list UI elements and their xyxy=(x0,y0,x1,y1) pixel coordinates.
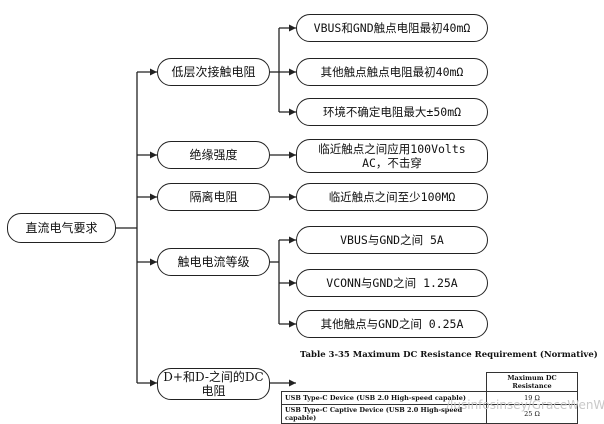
branch-node-dc-resistance-d-plus-minus: D+和D-之间的DC 电阻 xyxy=(157,368,270,400)
branch-node-low-level-contact-resistance: 低层次接触电阻 xyxy=(157,58,270,86)
table-row: USB Type-C Captive Device (USB 2.0 High-… xyxy=(281,404,578,424)
table-cell-value: 25 Ω xyxy=(486,404,578,424)
table-cell-spec: USB Type-C Captive Device (USB 2.0 High-… xyxy=(281,404,487,424)
table-caption: Table 3-35 Maximum DC Resistance Require… xyxy=(300,350,598,360)
table-row: USB Type-C Device (USB 2.0 High-speed ca… xyxy=(281,391,578,405)
leaf-node-dielectric-spec: 临近触点之间应用100Volts AC，不击穿 xyxy=(296,139,488,173)
leaf-node-vbus-gnd-current: VBUS与GND之间 5A xyxy=(296,226,488,254)
table-header-max-dc-resistance: Maximum DC Resistance xyxy=(486,372,578,392)
watermark-text: /lusinfosinsey/GraceWenWei xyxy=(446,398,604,412)
leaf-node-vconn-gnd-current: VCONN与GND之间 1.25A xyxy=(296,269,488,297)
table-header-row: Maximum DC Resistance xyxy=(282,372,578,392)
leaf-node-insulation-spec: 临近触点之间至少100MΩ xyxy=(296,183,488,211)
root-node: 直流电气要求 xyxy=(7,213,116,243)
table-header-blank xyxy=(282,373,487,392)
leaf-node-other-contact-resistance: 其他触点触点电阻最初40mΩ xyxy=(296,58,488,86)
branch-node-current-rating: 触电电流等级 xyxy=(157,248,270,276)
branch-node-dielectric-strength: 绝缘强度 xyxy=(157,141,270,169)
leaf-node-environment-resistance: 环境不确定电阻最大±50mΩ xyxy=(296,98,488,126)
dc-resistance-table: Maximum DC Resistance USB Type-C Device … xyxy=(281,372,578,424)
branch-node-insulation-resistance: 隔离电阻 xyxy=(157,183,270,211)
leaf-node-other-gnd-current: 其他触点与GND之间 0.25A xyxy=(296,310,488,338)
leaf-node-vbus-gnd-resistance: VBUS和GND触点电阻最初40mΩ xyxy=(296,14,488,42)
